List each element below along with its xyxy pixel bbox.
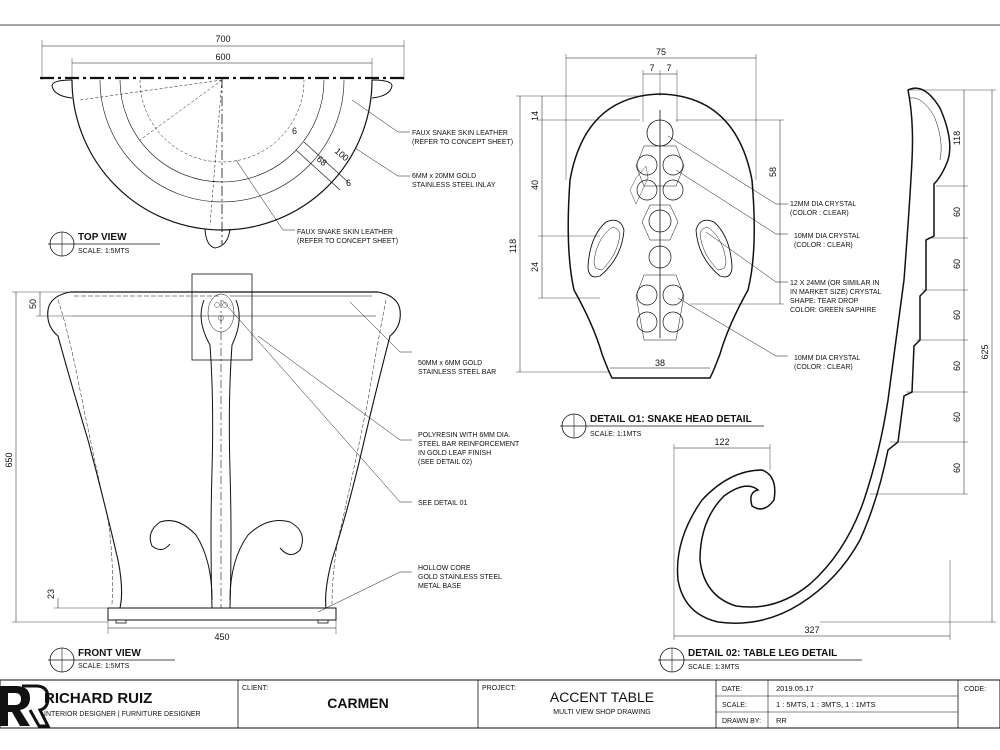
note-crystal-12-a: 12MM DIA CRYSTAL	[790, 201, 856, 208]
note-teardrop-a: 12 X 24MM (OR SIMILAR IN	[790, 280, 879, 287]
dim-6-a: 6	[292, 126, 297, 136]
dim-122: 122	[714, 437, 729, 447]
detail-01-scale: SCALE: 1:1MTS	[590, 431, 642, 438]
date-label: DATE:	[722, 686, 742, 693]
dim-60-a: 60	[952, 207, 962, 217]
top-view-notes: FAUX SNAKE SKIN LEATHER (REFER TO CONCEP…	[297, 130, 513, 245]
top-view-heading: TOP VIEW	[78, 232, 127, 243]
drawn-by-label: DRAWN BY:	[722, 718, 761, 725]
dim-118-leg: 118	[952, 131, 962, 145]
note-leather-1a: FAUX SNAKE SKIN LEATHER	[412, 130, 508, 137]
note-poly-d: (SEE DETAIL 02)	[418, 459, 472, 466]
dim-60-d: 60	[952, 361, 962, 371]
title-block: RICHARD RUIZ INTERIOR DESIGNER | FURNITU…	[0, 679, 1000, 729]
dim-650: 650	[4, 452, 14, 467]
detail-02-dims: 118 60 60 60 60 60 60 625 122 327	[714, 131, 990, 635]
client-name: CARMEN	[327, 695, 388, 711]
note-crystal-10b-b: (COLOR : CLEAR)	[794, 364, 853, 371]
note-hollow-a: HOLLOW CORE	[418, 565, 471, 572]
dim-60-b: 60	[952, 259, 962, 269]
dim-327: 327	[804, 625, 819, 635]
detail-02-scale: SCALE: 1:3MTS	[688, 664, 740, 671]
dim-60-f: 60	[952, 463, 962, 473]
note-crystal-10-a: 10MM DIA CRYSTAL	[794, 233, 860, 240]
note-see-detail: SEE DETAIL 01	[418, 500, 468, 507]
note-hollow-c: METAL BASE	[418, 583, 462, 590]
designer-subtitle: INTERIOR DESIGNER | FURNITURE DESIGNER	[44, 711, 201, 718]
project-name: ACCENT TABLE	[550, 689, 654, 705]
note-crystal-12-b: (COLOR : CLEAR)	[790, 210, 849, 217]
front-view-dims: 650 50 23 450	[4, 299, 230, 642]
note-leather-2b: (REFER TO CONCEPT SHEET)	[297, 238, 398, 245]
dim-38: 38	[655, 358, 665, 368]
client-label: CLIENT:	[242, 685, 268, 692]
note-teardrop-d: COLOR: GREEN SAPHIRE	[790, 307, 877, 314]
detail-02-heading: DETAIL 02: TABLE LEG DETAIL	[688, 648, 837, 659]
note-leather-2a: FAUX SNAKE SKIN LEATHER	[297, 229, 393, 236]
dim-7-b: 7	[666, 63, 671, 73]
front-view-notes: 50MM x 6MM GOLD STAINLESS STEEL BAR POLY…	[418, 360, 520, 590]
scale-label: SCALE:	[722, 702, 747, 709]
note-leather-1b: (REFER TO CONCEPT SHEET)	[412, 139, 513, 146]
drawn-by-value: RR	[776, 716, 787, 725]
detail-01-notes: 12MM DIA CRYSTAL (COLOR : CLEAR) 10MM DI…	[790, 201, 882, 371]
note-poly-c: IN GOLD LEAF FINISH	[418, 450, 491, 457]
note-teardrop-b: IN MARKET SIZE) CRYSTAL	[790, 289, 882, 296]
detail-01-dims: 75 7 7 14 40 24 118 58 38	[508, 47, 778, 368]
rr-logo-icon	[0, 684, 51, 728]
detail-01-title: DETAIL O1: SNAKE HEAD DETAIL SCALE: 1:1M…	[560, 413, 764, 439]
dim-50: 50	[28, 299, 38, 309]
note-inlay-b: STAINLESS STEEL INLAY	[412, 182, 496, 189]
dim-7-a: 7	[649, 63, 654, 73]
detail-01-heading: DETAIL O1: SNAKE HEAD DETAIL	[590, 414, 752, 425]
dim-60-e: 60	[952, 412, 962, 422]
dim-40: 40	[530, 180, 540, 190]
top-view-dims: 700 600 100 68 6 6	[215, 34, 351, 188]
dim-60-c: 60	[952, 310, 962, 320]
designer-name: RICHARD RUIZ	[44, 690, 152, 707]
front-view	[12, 273, 412, 634]
code-label: CODE:	[964, 686, 986, 693]
front-view-scale: SCALE: 1:5MTS	[78, 663, 130, 670]
note-inlay-a: 6MM x 20MM GOLD	[412, 173, 476, 180]
note-hollow-b: GOLD STAINLESS STEEL	[418, 574, 502, 581]
detail-01-snake-head	[516, 54, 788, 379]
detail-02-table-leg	[673, 87, 996, 640]
dim-58: 58	[768, 167, 778, 177]
front-view-title: FRONT VIEW SCALE: 1:5MTS	[48, 647, 175, 673]
dim-14: 14	[530, 111, 540, 121]
dim-600: 600	[215, 52, 230, 62]
project-subtitle: MULTI VIEW SHOP DRAWING	[553, 709, 651, 716]
top-view-title: TOP VIEW SCALE: 1:5MTS	[48, 231, 160, 257]
dim-118: 118	[508, 239, 518, 253]
dim-625: 625	[980, 344, 990, 359]
note-poly-b: STEEL BAR REINFORCEMENT	[418, 441, 520, 448]
dim-700: 700	[215, 34, 230, 44]
top-view-scale: SCALE: 1:5MTS	[78, 248, 130, 255]
dim-75: 75	[656, 47, 666, 57]
dim-450: 450	[214, 632, 229, 642]
note-bar-b: STAINLESS STEEL BAR	[418, 369, 496, 376]
note-crystal-10-b: (COLOR : CLEAR)	[794, 242, 853, 249]
scale-value: 1 : 5MTS, 1 : 3MTS, 1 : 1MTS	[776, 700, 876, 709]
dim-6-b: 6	[346, 178, 351, 188]
note-crystal-10b-a: 10MM DIA CRYSTAL	[794, 355, 860, 362]
detail-02-title: DETAIL 02: TABLE LEG DETAIL SCALE: 1:3MT…	[658, 647, 862, 673]
note-bar-a: 50MM x 6MM GOLD	[418, 360, 482, 367]
front-view-heading: FRONT VIEW	[78, 648, 141, 659]
note-poly-a: POLYRESIN WITH 6MM DIA.	[418, 432, 510, 439]
dim-23: 23	[46, 589, 56, 599]
note-teardrop-c: SHAPE: TEAR DROP	[790, 298, 859, 305]
project-label: PROJECT:	[482, 685, 516, 692]
dim-68: 68	[315, 154, 329, 168]
top-view	[40, 40, 410, 249]
date-value: 2019.05.17	[776, 684, 814, 693]
dim-24: 24	[530, 262, 540, 272]
